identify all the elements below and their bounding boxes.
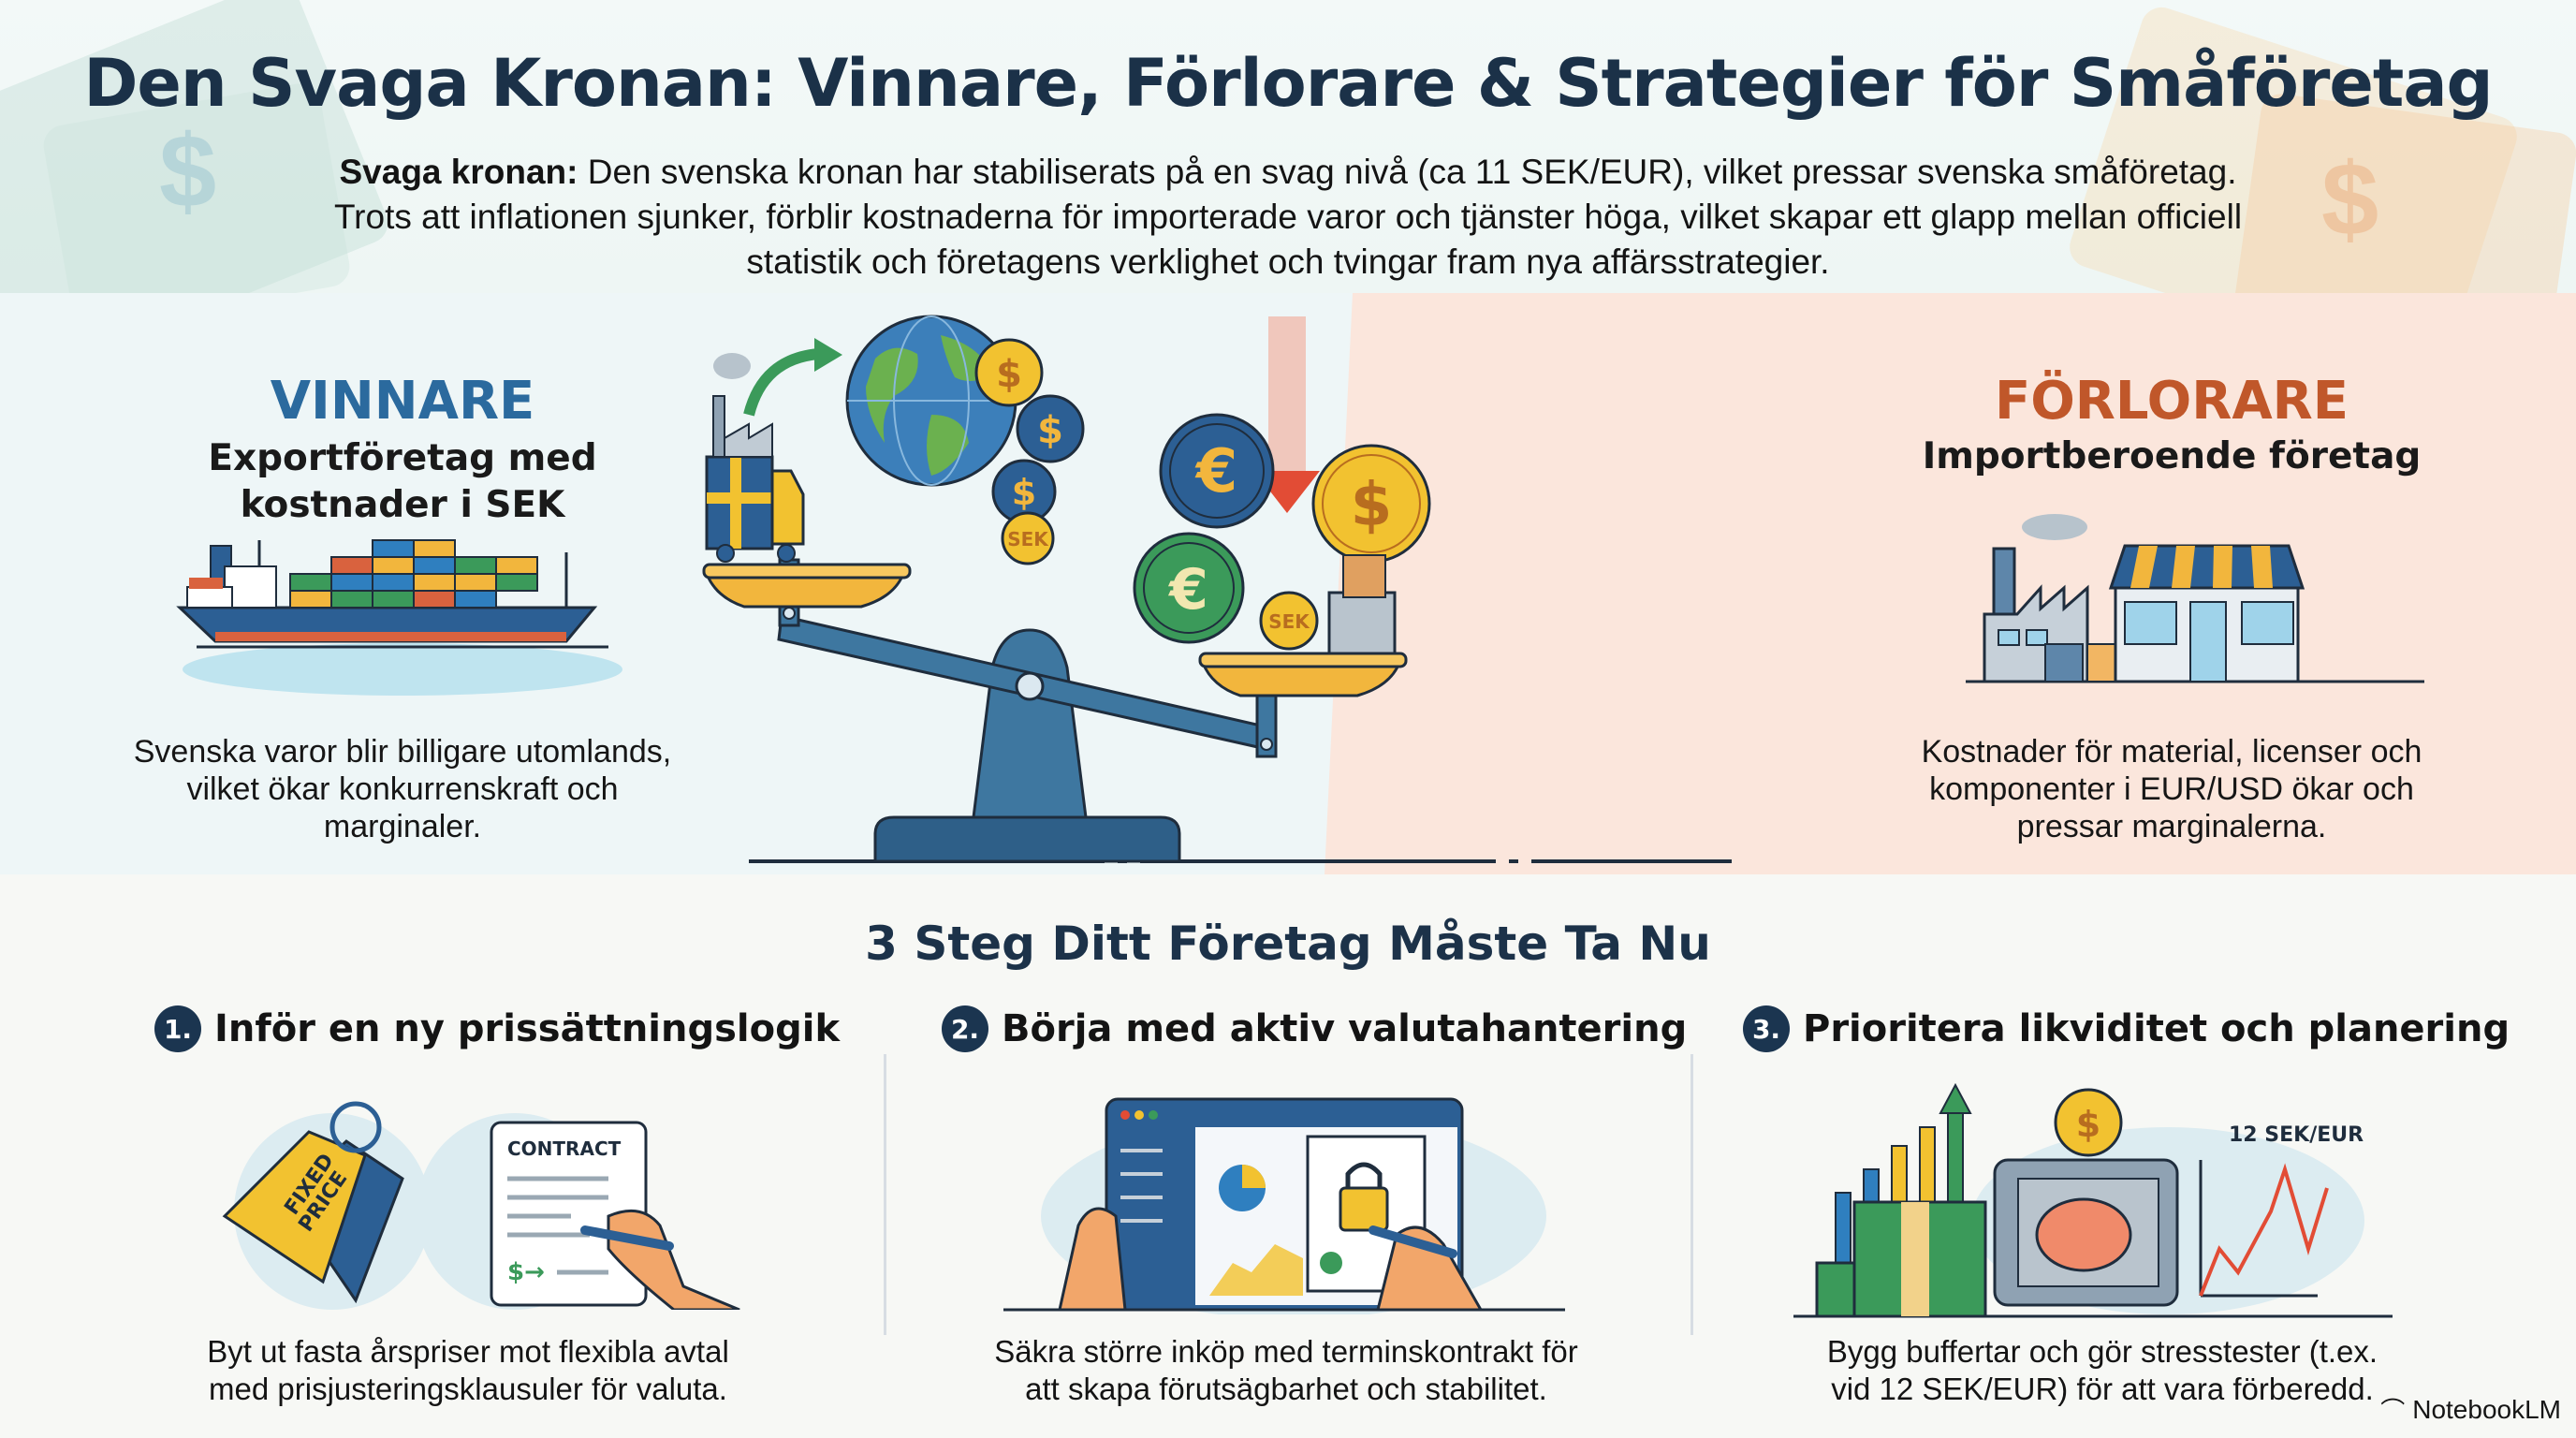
losers-subtitle: Importberoende företag [1922,435,2422,477]
header: $ $ Den Svaga Kronan: Vinnare, Förlorare… [0,0,2576,293]
column-divider [1690,1054,1693,1335]
notebooklm-logo-icon: ⌒ [2380,1397,2406,1425]
steps-title: 3 Steg Ditt Företag Måste Ta Nu [865,917,1711,971]
step-number-badge: 1. [154,1005,201,1052]
svg-text:$: $ [1012,472,1036,513]
step-description: Bygg buffertar och gör stresstester (t.e… [1826,1334,2378,1406]
svg-text:$: $ [1351,471,1393,540]
dollar-icon: $ [159,114,217,229]
svg-text:€: € [1194,437,1238,506]
winners-description: Svenska varor blir billigare utomlands,v… [133,734,672,844]
losers-background [1325,293,2576,874]
step-number-badge: 2. [942,1005,988,1052]
steps-section: 3 Steg Ditt Företag Måste Ta Nu 1. Inför… [0,874,2576,1438]
winners-title: VINNARE [270,371,535,432]
step-number-badge: 3. [1743,1005,1790,1052]
step-1: 1. Inför en ny prissättningslogik FIXED … [0,874,884,1438]
column-divider [884,1054,886,1335]
step-heading: Börja med aktiv valutahantering [1002,1007,1688,1050]
intro-lead: Svaga kronan: [339,153,578,191]
intro-text: Svaga kronan: Den svenska kronan har sta… [333,153,2243,281]
step-description: Säkra större inköp med terminskontrakt f… [994,1334,1578,1406]
hedging-dashboard-icon [1003,1097,1565,1314]
notebooklm-brand: ⌒ NotebookLM [2380,1392,2561,1427]
svg-text:$: $ [1037,409,1063,452]
step-heading: Inför en ny prissättningslogik [214,1007,841,1050]
svg-text:$: $ [2076,1104,2100,1145]
balance-scale-illustration: $ $ $ SEK € $ € SEK [702,315,1732,863]
step-3: 3. Prioritera likviditet och planering $ [1690,874,2576,1438]
dollar-icon: $ [2321,142,2379,257]
liquidity-planning-icon: $ 12 SEK/EUR [1793,1082,2393,1318]
price-tag-contract-icon: FIXED PRICE CONTRACT $→ [222,1101,740,1310]
losers-title: FÖRLORARE [1994,371,2349,432]
svg-text:SEK: SEK [1007,528,1049,550]
factory-shop-icon [1966,514,2424,683]
svg-text:SEK: SEK [1268,610,1310,633]
page-title: Den Svaga Kronan: Vinnare, Förlorare & S… [83,45,2493,122]
svg-text:CONTRACT: CONTRACT [507,1137,622,1160]
cargo-ship-icon [176,539,622,696]
svg-text:$: $ [996,353,1022,396]
step-2: 2. Börja med aktiv valutahantering [884,874,1690,1438]
svg-text:12 SEK/EUR: 12 SEK/EUR [2229,1123,2364,1147]
step-heading: Prioritera likviditet och planering [1803,1007,2510,1050]
svg-text:$→: $→ [507,1258,545,1286]
step-description: Byt ut fasta årspriser mot flexibla avta… [207,1334,729,1406]
svg-text:€: € [1167,557,1208,623]
